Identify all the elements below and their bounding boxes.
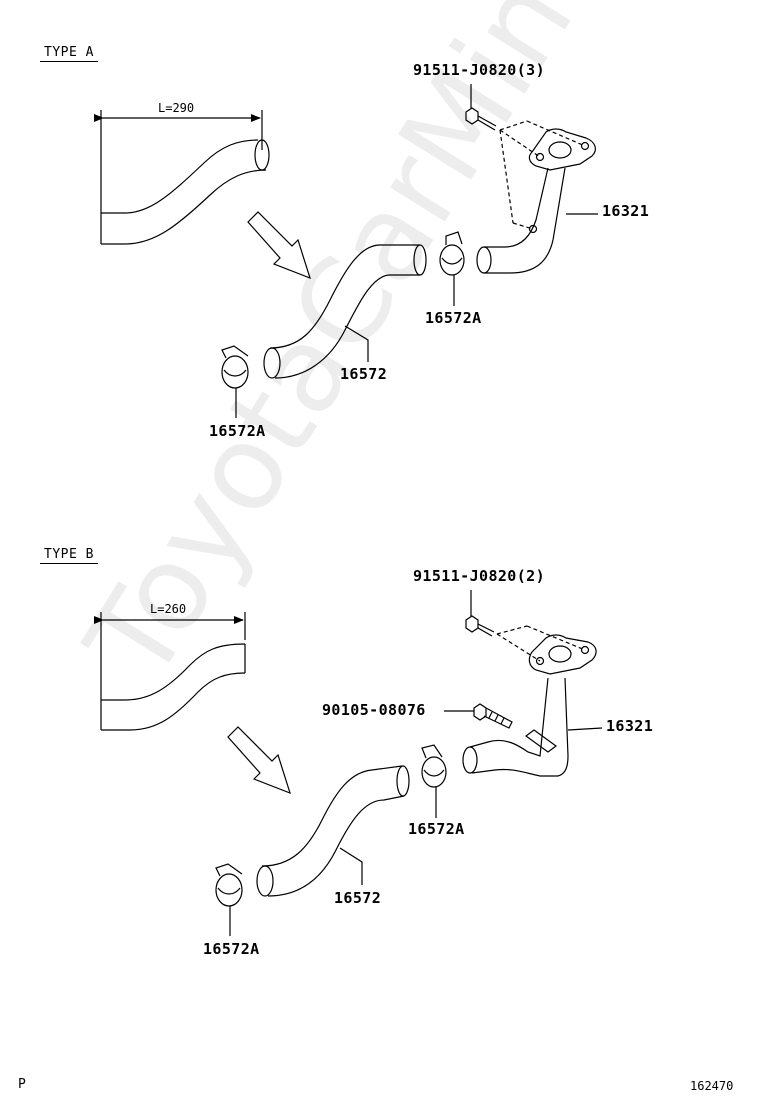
type-b-length-hose [100, 643, 246, 731]
type-a-hose-label: 16572 [340, 365, 388, 383]
figure-number: 162470 [690, 1079, 734, 1093]
type-b-group [94, 590, 603, 936]
type-a-bolt [465, 84, 497, 131]
type-b-title: TYPE B [40, 548, 98, 564]
type-b-main-hose [256, 765, 410, 897]
type-a-main-hose [263, 244, 427, 379]
type-a-clamp-upper [439, 231, 465, 276]
type-a-direction-arrow [247, 211, 311, 280]
corner-letter: P [18, 1077, 26, 1092]
type-a-dimension [94, 110, 263, 213]
type-a-leaders [235, 213, 598, 418]
type-b-length-label: L=260 [150, 602, 187, 616]
type-a-dashed-leaders [499, 120, 586, 230]
type-b-leaders [229, 727, 603, 936]
type-b-water-pipe [462, 634, 597, 777]
type-b-stud-label: 90105-08076 [322, 701, 426, 719]
type-a-clamp-upper-label: 16572A [425, 309, 482, 327]
type-a-length-hose [100, 139, 270, 245]
type-a-water-pipe [476, 128, 596, 274]
type-a-title: TYPE A [40, 46, 98, 62]
type-b-clamp-upper-label: 16572A [408, 820, 465, 838]
type-a-clamp-lower [221, 345, 249, 389]
type-b-bolt-label: 91511-J0820(2) [413, 567, 546, 585]
type-b-dimension [94, 612, 246, 700]
type-b-clamp-lower [215, 863, 243, 907]
type-b-bolt [465, 590, 495, 637]
type-a-group [94, 84, 598, 418]
type-b-hose-label: 16572 [334, 889, 382, 907]
type-b-stud-bolt [444, 703, 513, 729]
type-a-length-label: L=290 [158, 101, 195, 115]
type-a-clamp-lower-label: 16572A [209, 422, 266, 440]
type-a-pipe-label: 16321 [602, 202, 650, 220]
type-b-clamp-lower-label: 16572A [203, 940, 260, 958]
type-b-dashed-leaders [496, 625, 586, 662]
type-b-pipe-label: 16321 [606, 717, 654, 735]
type-a-bolt-label: 91511-J0820(3) [413, 61, 546, 79]
type-b-clamp-upper [421, 744, 447, 788]
type-b-direction-arrow [227, 726, 291, 795]
